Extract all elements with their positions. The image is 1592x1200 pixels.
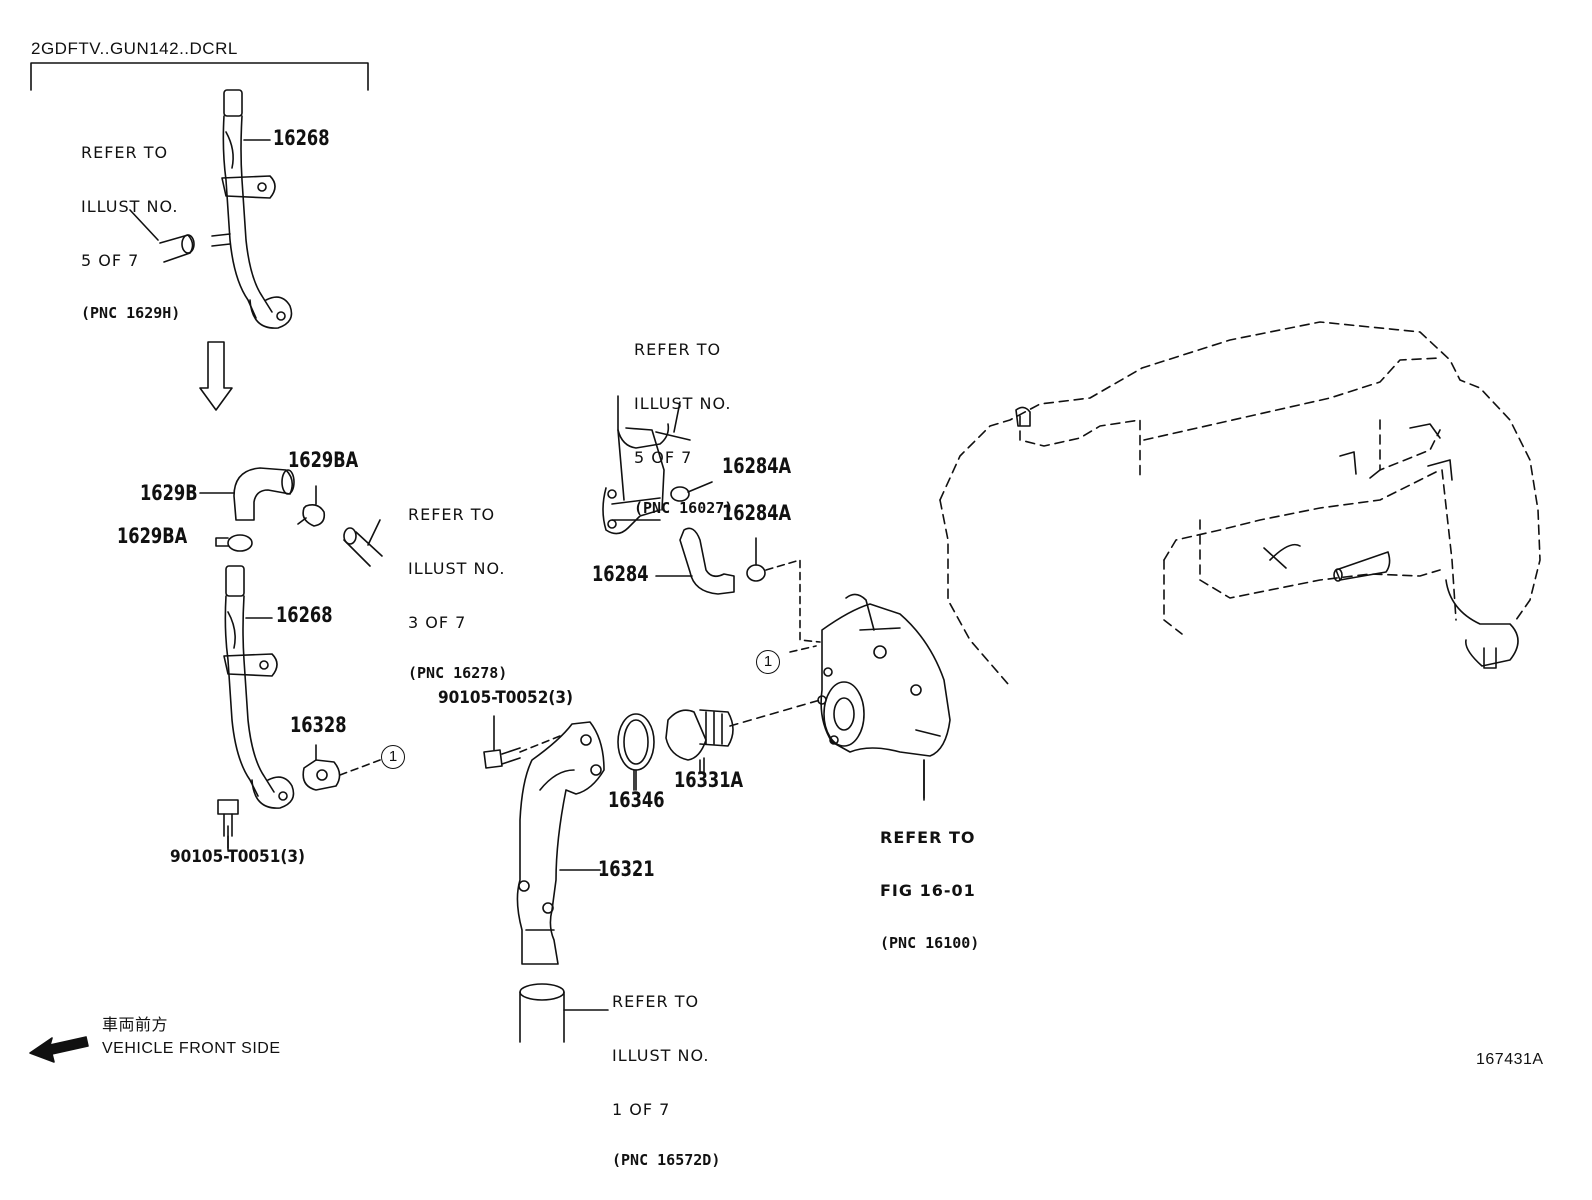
- ref-16027: REFER TO ILLUST NO. 5 OF 7 (PNC 16027): [634, 310, 733, 548]
- ref-pnc: (PNC 16572D): [612, 1151, 721, 1169]
- ref-fig-16-01: REFER TO FIG 16-01 (PNC 16100): [880, 798, 979, 983]
- ref-pnc: (PNC 16100): [880, 934, 980, 952]
- hose-1629B-drawing: [200, 468, 294, 520]
- part-90105-T0051[interactable]: 90105-T0051(3): [170, 847, 305, 867]
- part-1629BA-top[interactable]: 1629BA: [288, 448, 359, 472]
- vehicle-front-english: VEHICLE FRONT SIDE: [102, 1040, 281, 1057]
- ref-1629H: REFER TO ILLUST NO. 5 OF 7 (PNC 1629H): [81, 113, 180, 353]
- ref-line: ILLUST NO.: [81, 197, 179, 216]
- ref-16572D: REFER TO ILLUST NO. 1 OF 7 (PNC 16572D): [612, 962, 720, 1200]
- water-pump-drawing: [790, 594, 950, 800]
- engine-outline-drawing: [940, 322, 1540, 684]
- part-1629B[interactable]: 1629B: [140, 481, 198, 505]
- ref-line: ILLUST NO.: [634, 394, 732, 413]
- ref-line: REFER TO: [81, 143, 169, 162]
- hose-16572D-drawing: [520, 984, 608, 1042]
- vehicle-front-japanese: 車両前方: [102, 1017, 169, 1034]
- part-16321[interactable]: 16321: [598, 857, 655, 881]
- part-16268-mid[interactable]: 16268: [276, 603, 333, 627]
- ref-pnc: (PNC 16027): [634, 499, 734, 517]
- ref-line: 5 OF 7: [634, 448, 693, 467]
- pipe-16268-mid-drawing: [224, 566, 294, 808]
- ref-line: REFER TO: [612, 992, 700, 1011]
- ref-line: 5 OF 7: [81, 251, 140, 270]
- ref-16278: REFER TO ILLUST NO. 3 OF 7 (PNC 16278): [408, 475, 507, 713]
- bolt-90105-T0052-drawing: [484, 716, 560, 768]
- clamp-16284A-top-drawing: [671, 482, 712, 501]
- part-1629BA-left[interactable]: 1629BA: [117, 524, 188, 548]
- diagram-line-art: [0, 0, 1592, 1099]
- water-outlet-16321-drawing: [517, 722, 604, 964]
- part-16346[interactable]: 16346: [608, 788, 665, 812]
- clamp-1629BA-left-drawing: [216, 535, 252, 551]
- hose-16284-drawing: [656, 528, 734, 594]
- clamp-1629BA-top-drawing: [298, 486, 324, 526]
- ref-line: REFER TO: [634, 340, 722, 359]
- parts-diagram: 2GDFTV..GUN142..DCRL REFER TO ILLUST NO.…: [0, 0, 1592, 1168]
- ref-line: REFER TO: [880, 828, 976, 847]
- thermostat-16331A-drawing: [666, 700, 820, 772]
- model-code: 2GDFTV..GUN142..DCRL: [31, 39, 238, 58]
- part-16328[interactable]: 16328: [290, 713, 347, 737]
- ref-pnc: (PNC 16278): [408, 664, 508, 682]
- ref-line: 1 OF 7: [612, 1100, 671, 1119]
- bracket-16328-drawing: [303, 745, 380, 790]
- hose-16278-drawing: [344, 520, 382, 566]
- ref-pnc: (PNC 1629H): [81, 304, 181, 322]
- part-90105-T0052[interactable]: 90105-T0052(3): [438, 688, 573, 708]
- bracket-16027-drawing: [603, 396, 690, 534]
- part-16331A[interactable]: 16331A: [674, 768, 744, 792]
- engine-details-drawing: [1016, 407, 1518, 668]
- ref-line: FIG 16-01: [880, 881, 976, 900]
- left-arrow-icon: [30, 1037, 88, 1062]
- callout-circle-a: 1: [381, 745, 405, 769]
- part-16284A-top[interactable]: 16284A: [722, 454, 792, 478]
- illustration-id: 167431A: [1476, 1051, 1544, 1068]
- ref-line: REFER TO: [408, 505, 496, 524]
- model-bracket: [31, 63, 368, 90]
- ref-line: ILLUST NO.: [408, 559, 506, 578]
- part-16268-top[interactable]: 16268: [273, 126, 330, 150]
- down-arrow-icon: [200, 342, 232, 410]
- ref-line: 3 OF 7: [408, 613, 467, 632]
- hose-1629H-drawing: [130, 210, 194, 262]
- clamp-16284A-bottom-drawing: [747, 538, 820, 642]
- part-16284A-bottom[interactable]: 16284A: [722, 501, 792, 525]
- callout-circle-b: 1: [756, 650, 780, 674]
- ref-line: ILLUST NO.: [612, 1046, 710, 1065]
- pipe-16268-top-drawing: [212, 90, 292, 328]
- part-16284[interactable]: 16284: [592, 562, 649, 586]
